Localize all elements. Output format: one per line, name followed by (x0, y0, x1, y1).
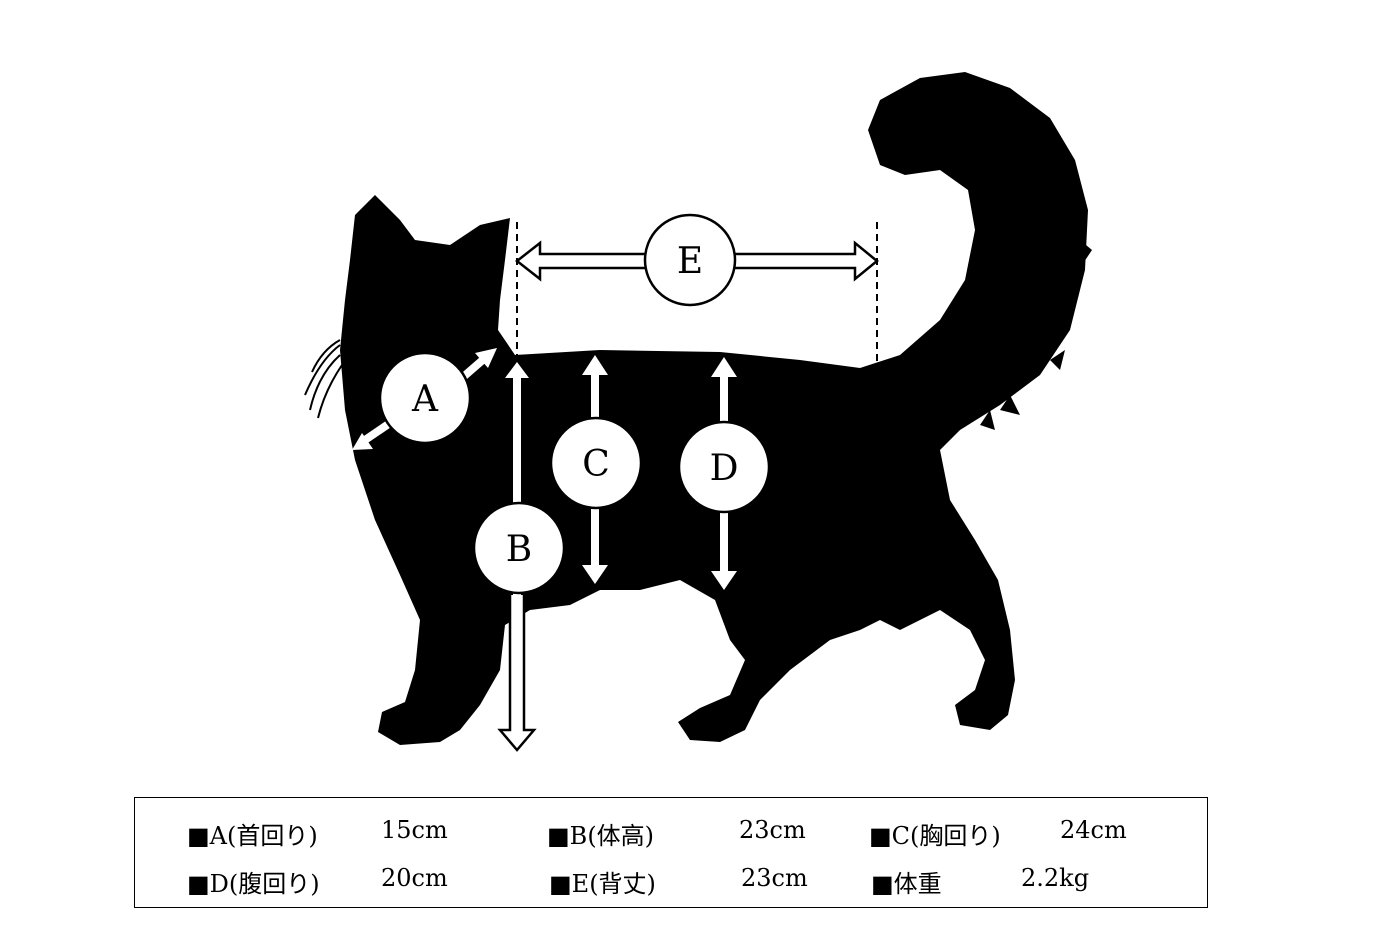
legend-value: 23cm (739, 816, 806, 844)
marker-a-label: A (411, 379, 439, 420)
legend-label: ■E(背丈) (549, 870, 656, 898)
legend-value: 20cm (381, 864, 448, 892)
back-length-guides (516, 222, 878, 362)
marker-c-label: C (582, 444, 610, 485)
marker-b-label: B (506, 529, 532, 570)
marker-c: C (549, 416, 643, 510)
legend-label: ■D(腹回り) (187, 870, 320, 898)
arrow-a (352, 348, 497, 450)
marker-b: B (472, 501, 566, 595)
legend-label: ■C(胸回り) (869, 822, 1001, 850)
legend-value: 23cm (741, 864, 808, 892)
legend-label: ■A(首回り) (187, 822, 318, 850)
legend-value: 24cm (1060, 816, 1127, 844)
marker-e-label: E (677, 241, 703, 282)
marker-d-label: D (710, 448, 739, 489)
legend-label: ■体重 (871, 870, 942, 898)
marker-d: D (677, 420, 771, 514)
legend-label: ■B(体高) (547, 822, 655, 850)
cat-whiskers (304, 339, 343, 419)
measurement-legend: ■A(首回り) 15cm ■B(体高) 23cm ■C(胸回り) 24cm ■D… (134, 797, 1208, 908)
marker-a: A (378, 351, 472, 445)
marker-e: E (643, 213, 737, 307)
legend-value: 15cm (381, 816, 448, 844)
legend-value: 2.2kg (1021, 864, 1090, 892)
